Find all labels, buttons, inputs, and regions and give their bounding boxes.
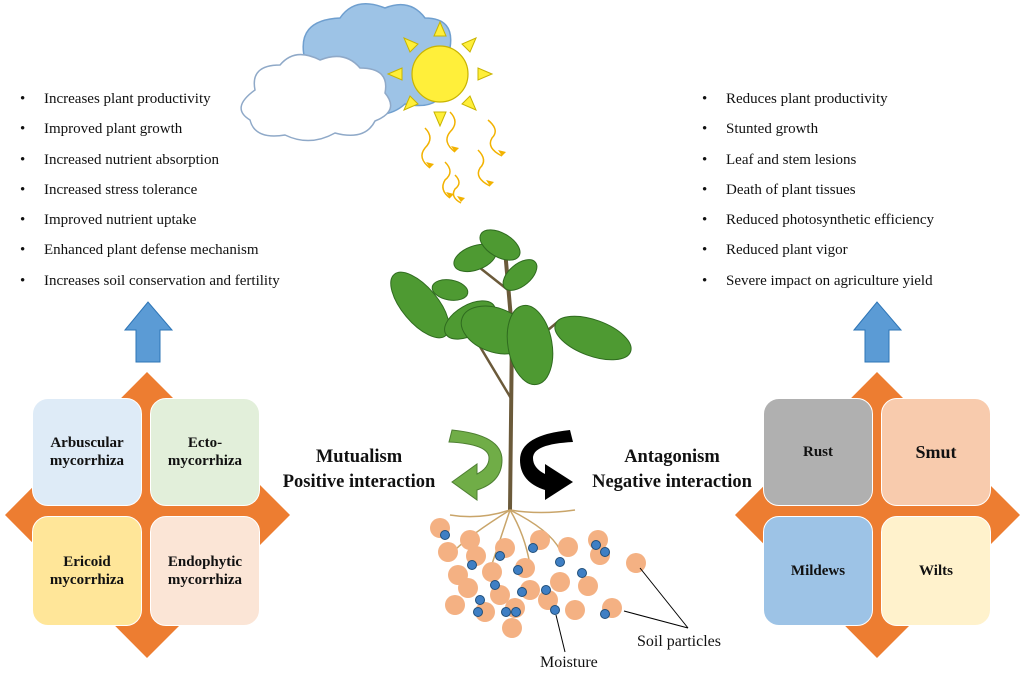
box-smut: Smut [881, 398, 991, 506]
soil-particles [430, 518, 646, 638]
list-item: Increased nutrient absorption [20, 151, 280, 181]
moisture-droplet [475, 595, 485, 605]
moisture-droplet [555, 557, 565, 567]
soil-particle [475, 602, 495, 622]
list-item: Reduced plant vigor [702, 241, 934, 271]
green-curved-arrow-icon [448, 429, 503, 501]
up-arrow-right-icon [852, 301, 903, 363]
box-ecto: Ecto- mycorrhiza [150, 398, 260, 506]
annotation-pointers [555, 567, 689, 653]
harmful-effects-list: Reduces plant productivity Stunted growt… [702, 90, 934, 302]
moisture-droplet [511, 607, 521, 617]
list-item: Increases plant productivity [20, 90, 280, 120]
sun-icon [386, 20, 494, 128]
moisture-label: Moisture [540, 654, 598, 671]
moisture-droplet [577, 568, 587, 578]
soil-particle [460, 530, 480, 550]
mutualism-title: Mutualism [315, 447, 403, 467]
list-item: Leaf and stem lesions [702, 151, 934, 181]
list-item: Enhanced plant defense mechanism [20, 241, 280, 271]
soil-particle [458, 578, 478, 598]
moisture-droplet [600, 547, 610, 557]
list-item: Stunted growth [702, 120, 934, 150]
sunlight-rays [421, 111, 503, 204]
benefits-list: Increases plant productivity Improved pl… [20, 90, 280, 302]
list-item: Increases soil conservation and fertilit… [20, 272, 280, 302]
moisture-droplet [517, 587, 527, 597]
list-item: Increased stress tolerance [20, 181, 280, 211]
soil-particles-label: Soil particles [637, 633, 721, 650]
list-item: Reduced photosynthetic efficiency [702, 211, 934, 241]
list-item: Death of plant tissues [702, 181, 934, 211]
box-mildews: Mildews [763, 516, 873, 626]
moisture-droplet [528, 543, 538, 553]
soil-particle [550, 572, 570, 592]
list-item: Improved nutrient uptake [20, 211, 280, 241]
moisture-droplet [591, 540, 601, 550]
mutualism-subtitle: Positive interaction [282, 472, 436, 492]
moisture-droplet [440, 530, 450, 540]
moisture-droplet [513, 565, 523, 575]
box-wilts: Wilts [881, 516, 991, 626]
soil-particle [626, 553, 646, 573]
black-curved-arrow-icon [520, 430, 573, 500]
moisture-droplet [495, 551, 505, 561]
up-arrow-left-icon [123, 301, 174, 363]
soil-particle [565, 600, 585, 620]
moisture-droplet [600, 609, 610, 619]
box-ericoid: Ericoid mycorrhiza [32, 516, 142, 626]
soil-particle [438, 542, 458, 562]
antagonism-title: Antagonism [624, 447, 720, 467]
soil-particle [482, 562, 502, 582]
plant-illustration [390, 229, 632, 571]
moisture-droplet [541, 585, 551, 595]
soil-particle [538, 590, 558, 610]
list-item: Improved plant growth [20, 120, 280, 150]
soil-particle [558, 537, 578, 557]
soil-particle [578, 576, 598, 596]
antagonism-subtitle: Negative interaction [592, 472, 752, 492]
box-rust: Rust [763, 398, 873, 506]
soil-particle [445, 595, 465, 615]
moisture-droplet [550, 605, 560, 615]
list-item: Reduces plant productivity [702, 90, 934, 120]
moisture-droplet [490, 580, 500, 590]
moisture-droplet [473, 607, 483, 617]
soil-particle [502, 618, 522, 638]
box-endophytic: Endophytic mycorrhiza [150, 516, 260, 626]
box-arbuscular: Arbuscular mycorrhiza [32, 398, 142, 506]
moisture-droplet [501, 607, 511, 617]
moisture-droplet [467, 560, 477, 570]
list-item: Severe impact on agriculture yield [702, 272, 934, 302]
